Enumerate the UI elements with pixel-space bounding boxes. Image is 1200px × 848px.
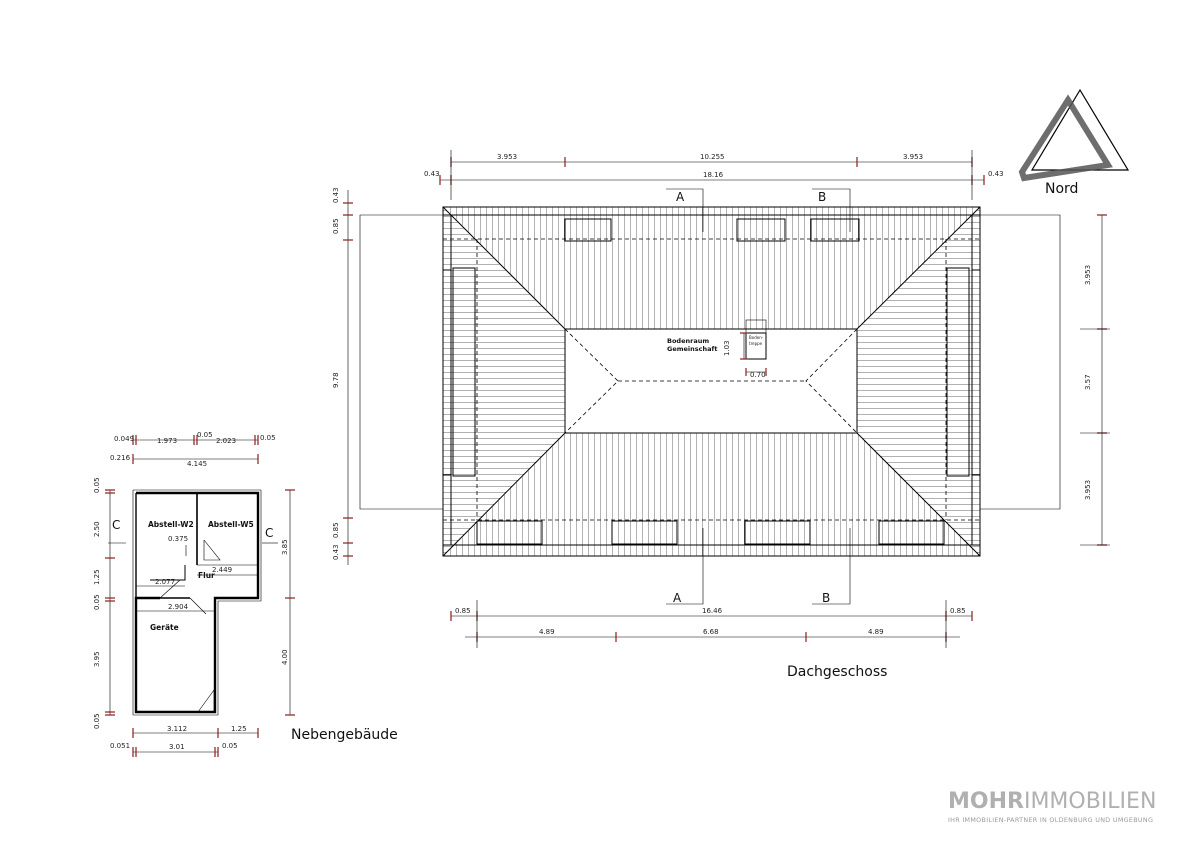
section-markers: A B A B	[666, 188, 851, 605]
main-dimensions: 3.953 10.255 3.953 0.43 18.16 0.43 0.43 …	[332, 150, 1110, 648]
side-dim-left-6: 0.05	[93, 713, 101, 729]
dim-bottom-right: 0.85	[950, 607, 966, 615]
dim-bottom-2b: 6.68	[703, 628, 719, 636]
dim-left-5: 0.43	[332, 544, 340, 560]
dim-left-2: 0.85	[332, 218, 340, 234]
side-dim-right-1: 3.85	[281, 539, 289, 555]
section-b-top: B	[818, 190, 826, 204]
section-c-left: C	[112, 518, 120, 532]
north-label: Nord	[1045, 181, 1078, 197]
north-arrow: Nord	[1018, 88, 1130, 197]
room-abstell-w2: Abstell-W2	[148, 520, 194, 529]
stair-label-2: treppe	[749, 341, 763, 346]
logo-bold: MOHR	[948, 789, 1024, 814]
side-dim-left-3: 1.25	[93, 569, 101, 585]
side-dim-top-1: 0.049	[114, 435, 134, 443]
section-b-bottom: B	[822, 591, 830, 605]
side-dim-inner-3: 2.077	[155, 578, 175, 586]
dim-stair-w: 0.70	[750, 371, 766, 379]
side-dim-bottom-4: 3.01	[169, 743, 185, 751]
dim-left-4: 0.85	[332, 522, 340, 538]
side-dim-bottom-1: 3.112	[167, 725, 187, 733]
dim-right-2: 3.57	[1084, 374, 1092, 390]
dim-top-left: 0.43	[424, 170, 440, 178]
side-dim-top-2: 1.973	[157, 437, 177, 445]
section-a-top: A	[676, 190, 685, 204]
side-dim-inner-1: 0.375	[168, 535, 188, 543]
section-a-bottom: A	[673, 591, 682, 605]
company-logo: MOHRIMMOBILIEN IHR IMMOBILIEN-PARTNER IN…	[948, 789, 1156, 824]
section-c-right: C	[265, 526, 273, 540]
side-dim-bottom-3: 0.051	[110, 742, 130, 750]
room-bodenraum: Bodenraum	[667, 337, 709, 345]
dim-bottom-left: 0.85	[455, 607, 471, 615]
dim-bottom-2c: 4.89	[868, 628, 884, 636]
dim-stair-h: 1.03	[723, 340, 731, 356]
room-geraete: Geräte	[150, 623, 179, 632]
side-dim-right-2: 4.00	[281, 649, 289, 665]
side-dim-top-7: 4.145	[187, 460, 207, 468]
side-dim-left-4: 0.05	[93, 594, 101, 610]
svg-text:MOHRIMMOBILIEN: MOHRIMMOBILIEN	[948, 789, 1156, 814]
roof-plan: Boden- treppe 1.03 0.70 Bodenraum Gemein…	[442, 206, 981, 557]
dim-top-1: 3.953	[497, 153, 517, 161]
dim-top-2: 10.255	[700, 153, 725, 161]
logo-light: IMMOBILIEN	[1024, 789, 1156, 814]
room-abstell-w5: Abstell-W5	[208, 520, 254, 529]
side-dim-top-3: 0.05	[197, 431, 213, 439]
dim-top-total: 18.16	[703, 171, 724, 179]
side-dim-inner-4: 2.904	[168, 603, 189, 611]
side-dim-left-1: 0.05	[93, 477, 101, 493]
side-dim-left-5: 3.95	[93, 651, 101, 667]
dim-right-1: 3.953	[1084, 265, 1092, 285]
dim-left-3: 9.78	[332, 372, 340, 388]
side-dim-top-4: 2.023	[216, 437, 236, 445]
main-plan-title: Dachgeschoss	[787, 664, 887, 680]
room-flur: Flur	[198, 571, 215, 580]
logo-tagline: IHR IMMOBILIEN-PARTNER IN OLDENBURG UND …	[948, 816, 1153, 824]
dim-top-right: 0.43	[988, 170, 1004, 178]
dim-bottom-2a: 4.89	[539, 628, 555, 636]
side-dim-inner-2: 2.449	[212, 566, 232, 574]
stair-label-1: Boden-	[749, 335, 764, 340]
side-building: 0.049 1.973 0.05 2.023 0.05 0.216 4.145 …	[93, 431, 295, 757]
side-dim-top-5: 0.05	[260, 434, 276, 442]
side-dim-bottom-2: 1.25	[231, 725, 247, 733]
dim-left-1: 0.43	[332, 187, 340, 203]
dim-top-3: 3.953	[903, 153, 923, 161]
side-dim-left-2: 2.50	[93, 521, 101, 537]
side-dim-top-6: 0.216	[110, 454, 131, 462]
dim-bottom-total: 16.46	[702, 607, 723, 615]
side-dim-bottom-5: 0.05	[222, 742, 238, 750]
room-gemeinschaft: Gemeinschaft	[667, 345, 717, 353]
side-plan-title: Nebengebäude	[291, 727, 398, 743]
dim-right-3: 3.953	[1084, 480, 1092, 500]
